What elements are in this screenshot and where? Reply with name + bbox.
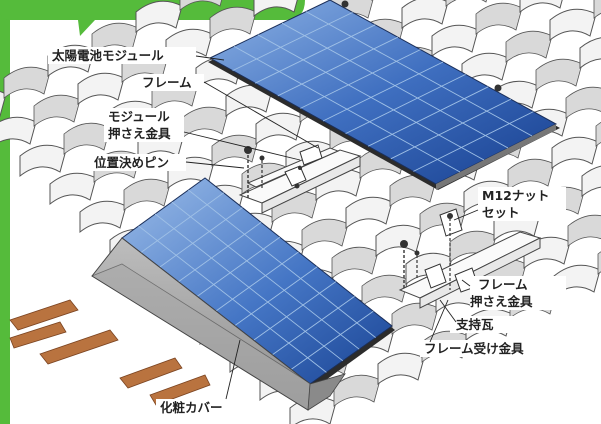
label-frame-clamp-line2: 押さえ金具 [470,294,533,309]
label-frame-bracket: フレーム受け金具 [420,299,560,357]
roof-tile [475,2,523,35]
roof-tile [581,165,601,198]
label-position-pin-text: 位置決めピン [94,155,169,170]
decorative-cover [91,237,346,411]
roof-tile [0,116,37,145]
label-nut-set: M12ナット セット [453,187,566,221]
roof-tile [33,94,81,127]
roof-tile [535,58,583,91]
cell-divider [290,310,374,370]
roof-tile [181,106,229,139]
roof-tile [565,86,601,119]
lower-solar-module [120,177,395,390]
roof-tile [77,72,125,106]
roof-tile [551,136,599,170]
position-pins [244,0,502,290]
roof-tile [361,274,409,307]
label-nut-set-line2: セット [482,205,520,220]
roof-tile [519,0,563,14]
roof-tile [549,8,597,42]
roof-tile [19,144,67,178]
cell-divider [413,111,534,172]
label-frame: フレーム [140,74,319,149]
roof-tile [389,174,437,207]
label-cover-text: 化粧カバー [160,400,223,415]
label-frame-clamp-line1: フレーム [478,277,528,292]
label-frame-clamp: フレーム 押さえ金具 [461,276,566,310]
roof-tile [431,24,479,58]
cell-divider [232,11,353,72]
roof-tile [211,134,259,167]
cell-divider [255,24,376,84]
roof-tile [255,112,303,146]
roof-tile [579,37,601,70]
cell-divider [272,296,355,356]
label-support-tile-text: 支持瓦 [455,317,494,332]
roof-tile [377,352,425,386]
cell-divider [196,236,281,297]
left-edge-bar [0,0,10,424]
cell-divider [159,207,243,268]
roof-tile [401,0,449,30]
label-nut-set-line1: M12ナット [482,188,549,203]
cell-divider [140,192,224,253]
cell-divider [178,222,262,283]
roof-tile [79,200,127,234]
cell-divider [322,61,444,122]
label-module-clamp: モジュール 押さえ金具 [104,108,301,161]
cell-divider [390,98,512,160]
label-frame-text: フレーム [142,75,192,90]
roof-tile [3,66,51,99]
cell-divider [277,36,398,97]
label-module-clamp-line1: モジュール [108,109,170,124]
wood-battens [9,299,211,406]
roof-tile [567,214,601,247]
cell-divider [234,266,318,326]
roof-tile [597,251,601,275]
roof-tile [179,0,223,11]
roof-tile [225,84,273,118]
label-frame-bracket-text: フレーム受け金具 [424,341,524,356]
label-position-pin: 位置決めピン [90,154,245,171]
upper-frame-rails [238,144,362,214]
label-module-clamp-line2: 押さえ金具 [108,126,171,141]
roof-tile [63,122,111,155]
roof-tile [593,0,601,19]
roof-tile [345,196,393,230]
roof-tile [333,374,381,407]
cell-divider [368,86,489,147]
roof-tile [123,178,171,211]
roof-tile [209,6,257,39]
roof-tile [135,0,183,34]
roof-tile [391,302,439,335]
cell-divider [253,281,337,341]
label-module-text: 太陽電池モジュール [52,48,164,63]
roof-tile [505,30,553,63]
roof-tile [331,246,379,279]
roof-tile [49,172,97,206]
cell-divider [215,251,299,312]
label-support-tile: 支持瓦 [439,299,514,333]
roof-tile [507,158,555,191]
upper-solar-module [208,0,560,190]
roof-tile [253,0,298,18]
label-cover: 化粧カバー [156,339,241,416]
roof-tile [445,0,487,7]
cell-divider [300,49,421,109]
roof-tile [595,121,601,147]
lower-frame-rails [398,208,542,309]
label-module: 太陽電池モジュール [48,47,225,64]
roof-tile [301,218,349,251]
cell-divider [345,73,466,135]
